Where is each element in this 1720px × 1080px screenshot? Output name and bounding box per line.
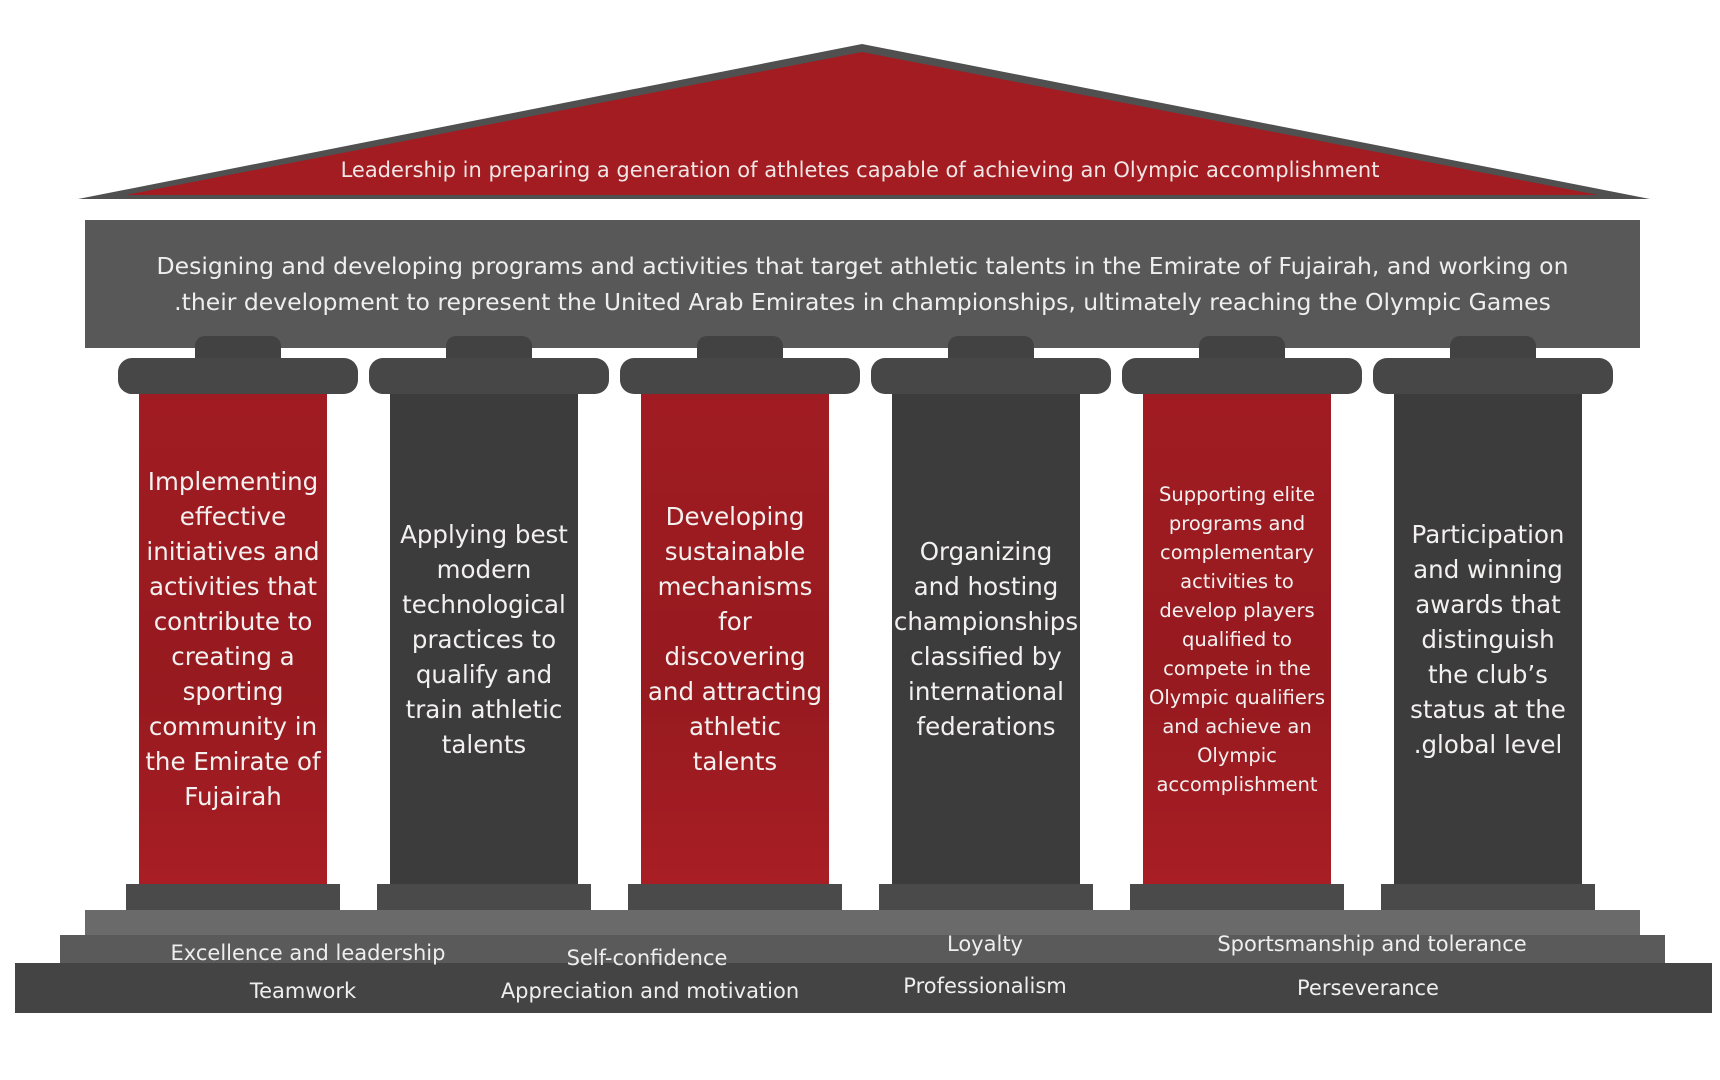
value-professionalism: Professionalism (903, 974, 1067, 998)
mission-text: Designing and developing programs and ac… (123, 248, 1603, 320)
pillar-text: Supporting elite programs and complement… (1149, 482, 1325, 796)
foundation-step-bottom (15, 963, 1712, 1013)
pillar-capital-neck (697, 336, 783, 358)
mission-line-2: .their development to represent the Unit… (174, 288, 1551, 316)
value-loyalty: Loyalty (947, 932, 1023, 956)
pillar-shaft: Participation and winning awards that di… (1394, 394, 1582, 884)
pillar-text: Developing sustainable mechanisms for di… (647, 502, 823, 776)
pillar-base (1130, 884, 1344, 910)
pillar-6: Participation and winning awards that di… (1373, 336, 1613, 910)
pillar-3: Developing sustainable mechanisms for di… (620, 336, 860, 910)
pillar-shaft: Implementing effective initiatives and a… (139, 394, 327, 884)
pillar-4: Organizing and hosting championships cla… (871, 336, 1111, 910)
pillar-shaft: Supporting elite programs and complement… (1143, 394, 1331, 884)
pillar-base (879, 884, 1093, 910)
pillar-base (126, 884, 340, 910)
value-sportsmanship: Sportsmanship and tolerance (1217, 932, 1527, 956)
pillar-text: Applying best modern technological pract… (400, 519, 568, 759)
pillar-capital (1373, 358, 1613, 394)
pillar-capital-neck (195, 336, 281, 358)
pillar-text: Implementing effective initiatives and a… (145, 467, 321, 811)
pillar-capital-neck (446, 336, 532, 358)
value-teamwork: Teamwork (249, 979, 357, 1003)
pillar-2: Applying best modern technological pract… (369, 336, 609, 910)
mission-line-1: Designing and developing programs and ac… (156, 252, 1569, 280)
pillar-capital (1122, 358, 1362, 394)
foundation-step-middle (60, 935, 1665, 965)
value-self-confidence: Self-confidence (566, 946, 728, 970)
value-appreciation: Appreciation and motivation (500, 979, 800, 1003)
pillar-base (1381, 884, 1595, 910)
pillar-capital (118, 358, 358, 394)
value-perseverance: Perseverance (1297, 976, 1439, 1000)
pillar-capital (369, 358, 609, 394)
pillar-base (377, 884, 591, 910)
foundation-step-top (85, 910, 1640, 936)
vision-text: Leadership in preparing a generation of … (340, 158, 1380, 182)
pillar-capital (871, 358, 1111, 394)
pillar-capital-neck (948, 336, 1034, 358)
pillar-text: Organizing and hosting championships cla… (893, 537, 1079, 741)
pillar-shaft: Developing sustainable mechanisms for di… (641, 394, 829, 884)
pillar-5: Supporting elite programs and complement… (1122, 336, 1362, 910)
pillar-capital-neck (1450, 336, 1536, 358)
pillar-shaft: Applying best modern technological pract… (390, 394, 578, 884)
pillar-capital-neck (1199, 336, 1285, 358)
pillar-base (628, 884, 842, 910)
pillar-text: Participation and winning awards that di… (1410, 519, 1566, 759)
value-excellence: Excellence and leadership (170, 941, 446, 965)
roof (78, 44, 1650, 199)
pillar-shaft: Organizing and hosting championships cla… (892, 394, 1080, 884)
pillar-1: Implementing effective initiatives and a… (118, 336, 358, 910)
roof-fill (126, 52, 1598, 195)
pillar-capital (620, 358, 860, 394)
mission-beam: Designing and developing programs and ac… (85, 220, 1640, 348)
